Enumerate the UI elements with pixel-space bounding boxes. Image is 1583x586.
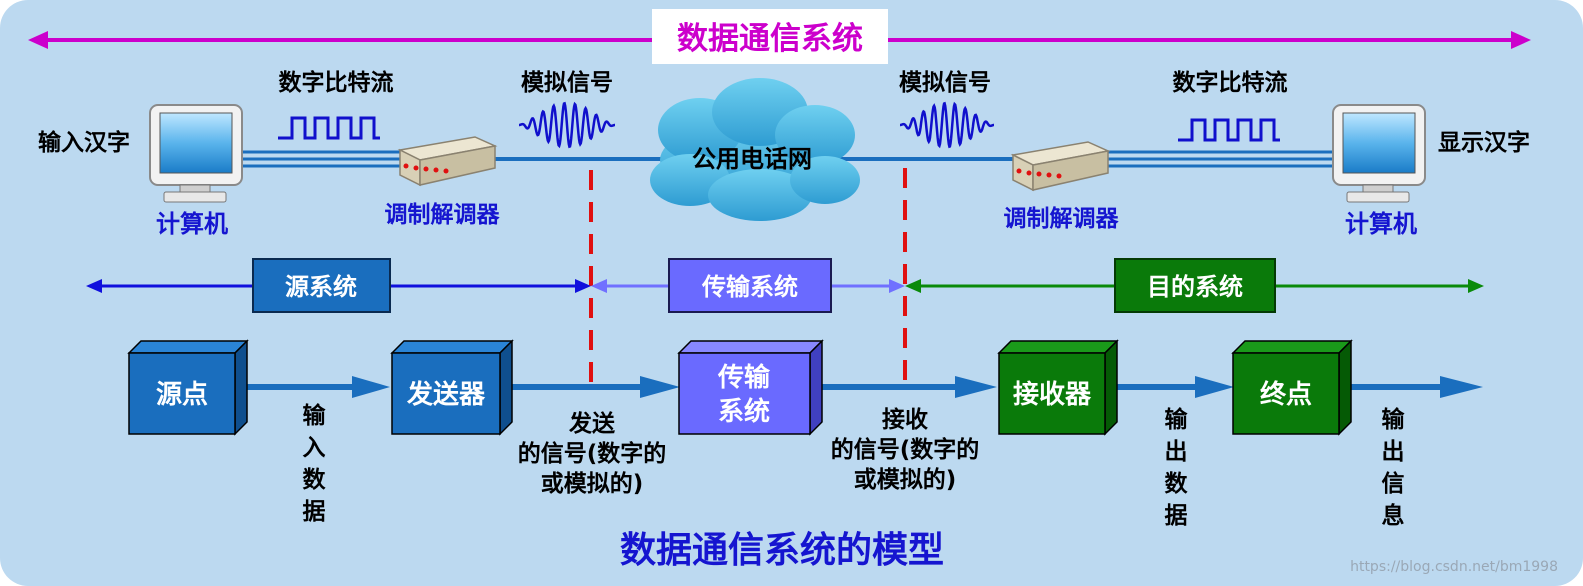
page-title: 数据通信系统 [677,21,863,57]
modem-right-icon [1010,141,1111,192]
transmission-system-label: 传输系统 [701,273,798,301]
output-info-char: 信 [1382,470,1405,497]
computer-right-label: 计算机 [1345,210,1417,238]
flow-arrow [247,376,1483,398]
sent-signal-line: 发送 [568,410,615,437]
received-signal-line: 的信号(数字的 [831,436,980,463]
modem-right-label: 调制解调器 [1004,205,1120,232]
analog-signal-right-label: 模拟信号 [899,69,991,96]
source-system-label: 源系统 [285,273,357,301]
receiver-label: 接收器 [1013,380,1092,410]
output-info-char: 输 [1382,406,1406,433]
input-data-char: 数 [303,467,327,493]
digital-signal-left-icon [278,116,380,140]
title-box [652,9,888,64]
received-signal-line: 接收 [882,406,928,433]
watermark: https://blog.csdn.net/bm1998 [1350,559,1558,575]
digital-signal-right-icon [1178,118,1280,142]
cloud-icon [650,78,860,221]
diagram-caption: 数据通信系统的模型 [620,530,944,571]
output-data-char: 输 [1165,406,1189,433]
sent-signal-label: 发送 的信号(数字的 或模拟的) [518,410,667,497]
transmitter-label: 发送器 [406,379,486,410]
received-signal-label: 接收 的信号(数字的 或模拟的) [831,406,980,493]
output-data-char: 据 [1165,503,1188,529]
destination-point-label: 终点 [1260,379,1312,410]
computer-left-icon [149,104,243,203]
digital-line-left [238,150,400,168]
source-point-label: 源点 [156,379,208,410]
input-data-char: 入 [303,435,326,461]
output-info-label: 输 出 信 息 [1382,406,1406,529]
analog-signal-left-label: 模拟信号 [521,69,613,96]
computer-left-label: 计算机 [156,210,228,238]
modem-left-label: 调制解调器 [385,201,501,228]
input-data-char: 据 [303,499,326,525]
sent-signal-line: 的信号(数字的 [518,440,667,467]
input-data-label: 输 入 数 据 [303,402,327,525]
transmitter-box [390,339,514,436]
computer-right-icon [1332,104,1426,203]
output-data-label: 输 出 数 据 [1165,406,1189,529]
transmission-box-label-line1: 传输 [717,362,771,393]
destination-system-label: 目的系统 [1147,273,1243,301]
destination-point-box [1231,339,1353,436]
source-system-box [252,258,391,313]
output-data-char: 出 [1165,439,1188,465]
transmission-system-box [668,258,832,313]
modem-left-icon [397,136,498,187]
output-info-char: 出 [1382,439,1405,465]
input-chinese-label: 输入汉字 [38,129,130,156]
digital-line-right [1105,150,1340,168]
network-label: 公用电话网 [692,145,812,173]
sent-signal-line: 或模拟的) [541,470,644,497]
output-data-char: 数 [1165,471,1189,497]
input-data-char: 输 [303,402,327,429]
digital-stream-left-label: 数字比特流 [279,69,394,96]
transmission-system-3d-box [677,339,824,436]
digital-stream-right-label: 数字比特流 [1173,69,1288,96]
received-signal-line: 或模拟的) [854,466,957,493]
output-info-char: 息 [1382,502,1405,529]
destination-system-box [1114,258,1276,313]
analog-signal-right-icon [900,101,994,149]
output-chinese-label: 显示汉字 [1438,129,1530,156]
source-point-box [127,339,249,436]
transmission-box-label-line2: 系统 [718,396,770,427]
analog-signal-left-icon [519,101,615,149]
receiver-box [997,339,1119,436]
